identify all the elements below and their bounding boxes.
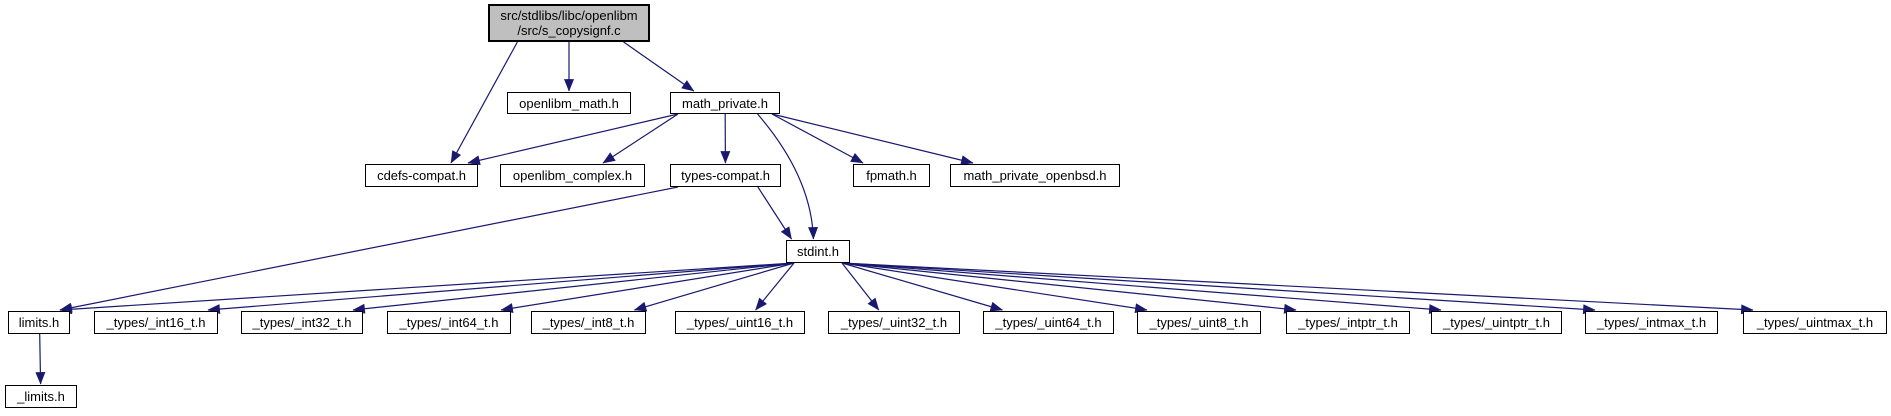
node-types-uint32-t-h[interactable]: _types/_uint32_t.h xyxy=(828,311,960,334)
node-types-int64-t-h[interactable]: _types/_int64_t.h xyxy=(387,311,511,334)
node-types-int16-t-h[interactable]: _types/_int16_t.h xyxy=(94,311,218,334)
edge-stdint-h-to-types-int64-t-h xyxy=(500,262,795,314)
node-openlibm-complex-h[interactable]: openlibm_complex.h xyxy=(500,164,645,187)
edge-stdint-h-to-types-int8-t-h xyxy=(633,262,795,312)
edge-math-private-h-to-math-private-openbsd-h xyxy=(771,113,974,166)
node-math-private-openbsd-h[interactable]: math_private_openbsd.h xyxy=(950,164,1120,187)
edge-stdint-h-to-types-uint8-t-h xyxy=(841,262,1148,314)
node-types-int8-t-h[interactable]: _types/_int8_t.h xyxy=(531,311,646,334)
node-cdefs-compat-h[interactable]: cdefs-compat.h xyxy=(365,164,478,187)
edge-math-private-h-to-stdint-h xyxy=(757,113,819,240)
edge-stdint-h-to-types-intmax-t-h xyxy=(841,262,1596,315)
edge-limits-h-to-limits-h xyxy=(35,333,46,385)
edge-math-private-h-to-openlibm-complex-h xyxy=(602,113,679,164)
node-fpmath-h[interactable]: fpmath.h xyxy=(853,164,930,187)
edge-root-to-math-private-h xyxy=(623,41,695,92)
node-limits-h[interactable]: _limits.h xyxy=(5,385,77,408)
edge-stdint-h-to-types-uintptr-t-h xyxy=(841,262,1442,315)
edge-types-compat-h-to-stdint-h xyxy=(757,186,793,240)
node-types-int32-t-h[interactable]: _types/_int32_t.h xyxy=(241,311,363,334)
edge-stdint-h-to-types-int16-t-h xyxy=(207,262,795,315)
edge-types-compat-h-to-limits-h xyxy=(59,186,679,313)
edge-stdint-h-to-types-intptr-t-h xyxy=(841,262,1297,314)
node-stdint-h[interactable]: stdint.h xyxy=(786,240,850,263)
node-types-uint8-t-h[interactable]: _types/_uint8_t.h xyxy=(1137,311,1261,334)
edge-stdint-h-to-types-uintmax-t-h xyxy=(841,262,1754,315)
node-math-private-h[interactable]: math_private.h xyxy=(670,92,780,114)
node-types-compat-h[interactable]: types-compat.h xyxy=(670,164,781,187)
node-types-uintptr-t-h[interactable]: _types/_uintptr_t.h xyxy=(1431,311,1562,334)
edge-math-private-h-to-fpmath-h xyxy=(771,113,864,164)
node-root-file: src/stdlibs/libc/openlibm /src/s_copysig… xyxy=(488,4,650,42)
node-types-uint16-t-h[interactable]: _types/_uint16_t.h xyxy=(675,311,805,334)
edge-root-to-cdefs-compat-h xyxy=(450,41,518,164)
edge-stdint-h-to-types-uint64-t-h xyxy=(841,262,1003,312)
node-types-uint64-t-h[interactable]: _types/_uint64_t.h xyxy=(983,311,1114,334)
node-openlibm-math-h[interactable]: openlibm_math.h xyxy=(507,92,631,114)
node-limits-h[interactable]: limits.h xyxy=(8,311,70,334)
edge-stdint-h-to-types-uint32-t-h xyxy=(841,262,880,311)
edge-stdint-h-to-limits-h xyxy=(59,262,795,315)
edge-stdint-h-to-types-int32-t-h xyxy=(352,262,795,314)
edge-math-private-h-to-cdefs-compat-h xyxy=(467,113,679,166)
node-types-uintmax-t-h[interactable]: _types/_uintmax_t.h xyxy=(1743,311,1887,334)
edge-stdint-h-to-types-uint16-t-h xyxy=(755,262,795,311)
node-types-intmax-t-h[interactable]: _types/_intmax_t.h xyxy=(1585,311,1718,334)
node-types-intptr-t-h[interactable]: _types/_intptr_t.h xyxy=(1286,311,1410,334)
